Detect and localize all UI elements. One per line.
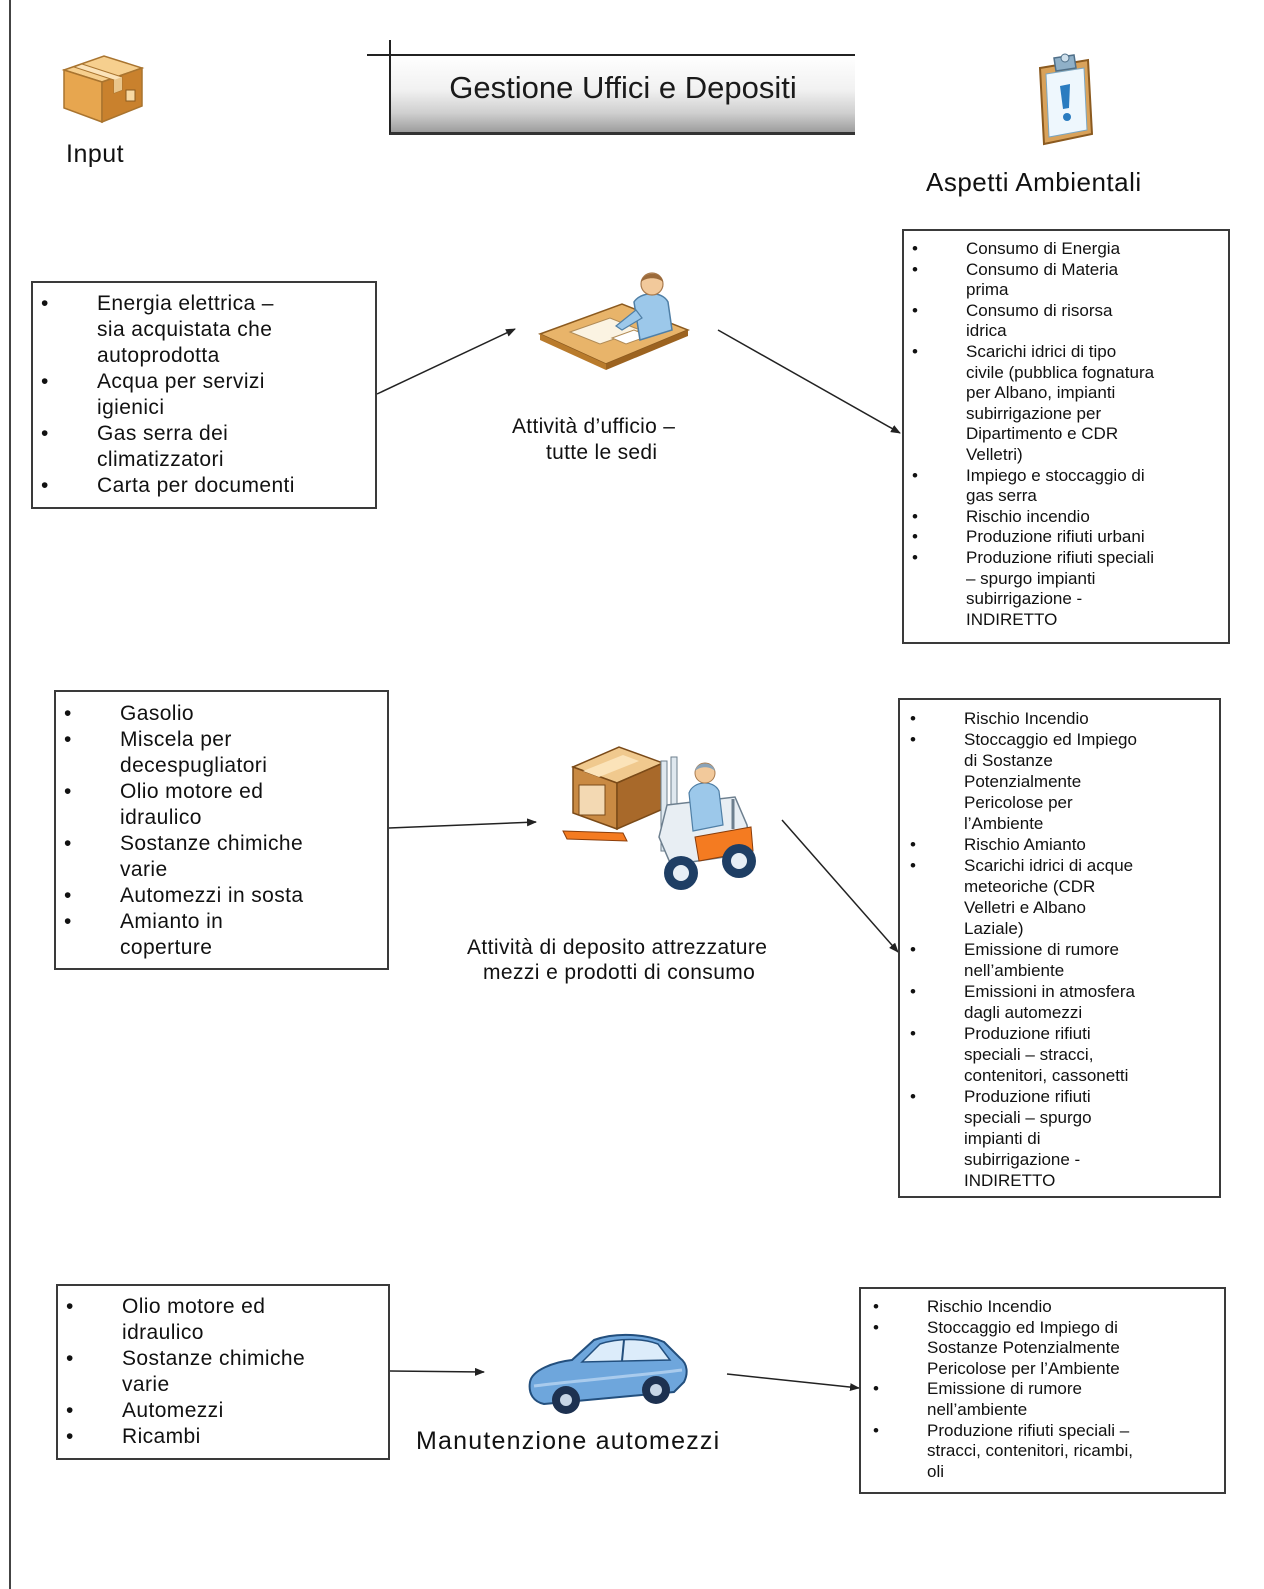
arrow-output-2 (781, 819, 899, 953)
list-item: Produzione rifiuti speciali– spurgo impi… (912, 548, 1224, 630)
list-item: Ricambi (66, 1424, 382, 1450)
aspects-list-ufficio: Consumo di Energia Consumo di Materiapri… (902, 229, 1230, 644)
list-item: Consumo di Energia (912, 239, 1224, 260)
process-label-ufficio-1: Attività d’ufficio – (512, 415, 676, 438)
aspetti-ambientali-label: Aspetti Ambientali (926, 167, 1142, 197)
list-item: Carta per documenti (41, 473, 369, 499)
list-item: Automezzi (66, 1398, 382, 1424)
clipboard-icon (1038, 53, 1094, 146)
arrow-input-3 (389, 1367, 485, 1376)
aspects-list-manutenzione: Rischio Incendio Stoccaggio ed Impiego d… (859, 1287, 1226, 1494)
car-icon (528, 1333, 688, 1414)
forklift-icon (562, 746, 756, 890)
title-top-rule (367, 54, 855, 56)
list-item: Rischio Incendio (873, 1297, 1220, 1318)
list-item: Rischio Amianto (910, 834, 1215, 855)
aspects-list-deposito: Rischio Incendio Stoccaggio ed Impiegodi… (898, 698, 1221, 1198)
process-label-ufficio-2: tutte le sedi (546, 441, 658, 464)
list-item: Rischio Incendio (910, 708, 1215, 729)
list-item: Automezzi in sosta (64, 883, 381, 909)
list-item: Energia elettrica –sia acquistata cheaut… (41, 291, 369, 369)
title-box: Gestione Uffici e Depositi (367, 40, 855, 135)
list-item: Rischio incendio (912, 507, 1224, 528)
package-icon (61, 55, 145, 124)
title-left-rule (389, 40, 391, 56)
arrow-output-3 (726, 1373, 860, 1392)
list-item: Gasolio (64, 701, 381, 727)
office-worker-icon (538, 272, 691, 370)
process-label-deposito-1: Attività di deposito attrezzature (467, 936, 768, 959)
arrow-input-2 (388, 818, 537, 829)
list-item: Produzione rifiuti speciali –stracci, co… (873, 1421, 1220, 1483)
input-label: Input (66, 140, 125, 168)
page-title: Gestione Uffici e Depositi (449, 70, 797, 105)
process-label-manutenzione: Manutenzione automezzi (416, 1427, 721, 1455)
arrow-output-1 (717, 329, 901, 434)
left-border-line (9, 0, 11, 1589)
list-item: Produzione rifiuti urbani (912, 527, 1224, 548)
process-label-deposito-2: mezzi e prodotti di consumo (483, 961, 756, 984)
arrow-input-1 (376, 328, 516, 395)
input-list-ufficio: Energia elettrica –sia acquistata cheaut… (31, 281, 377, 509)
